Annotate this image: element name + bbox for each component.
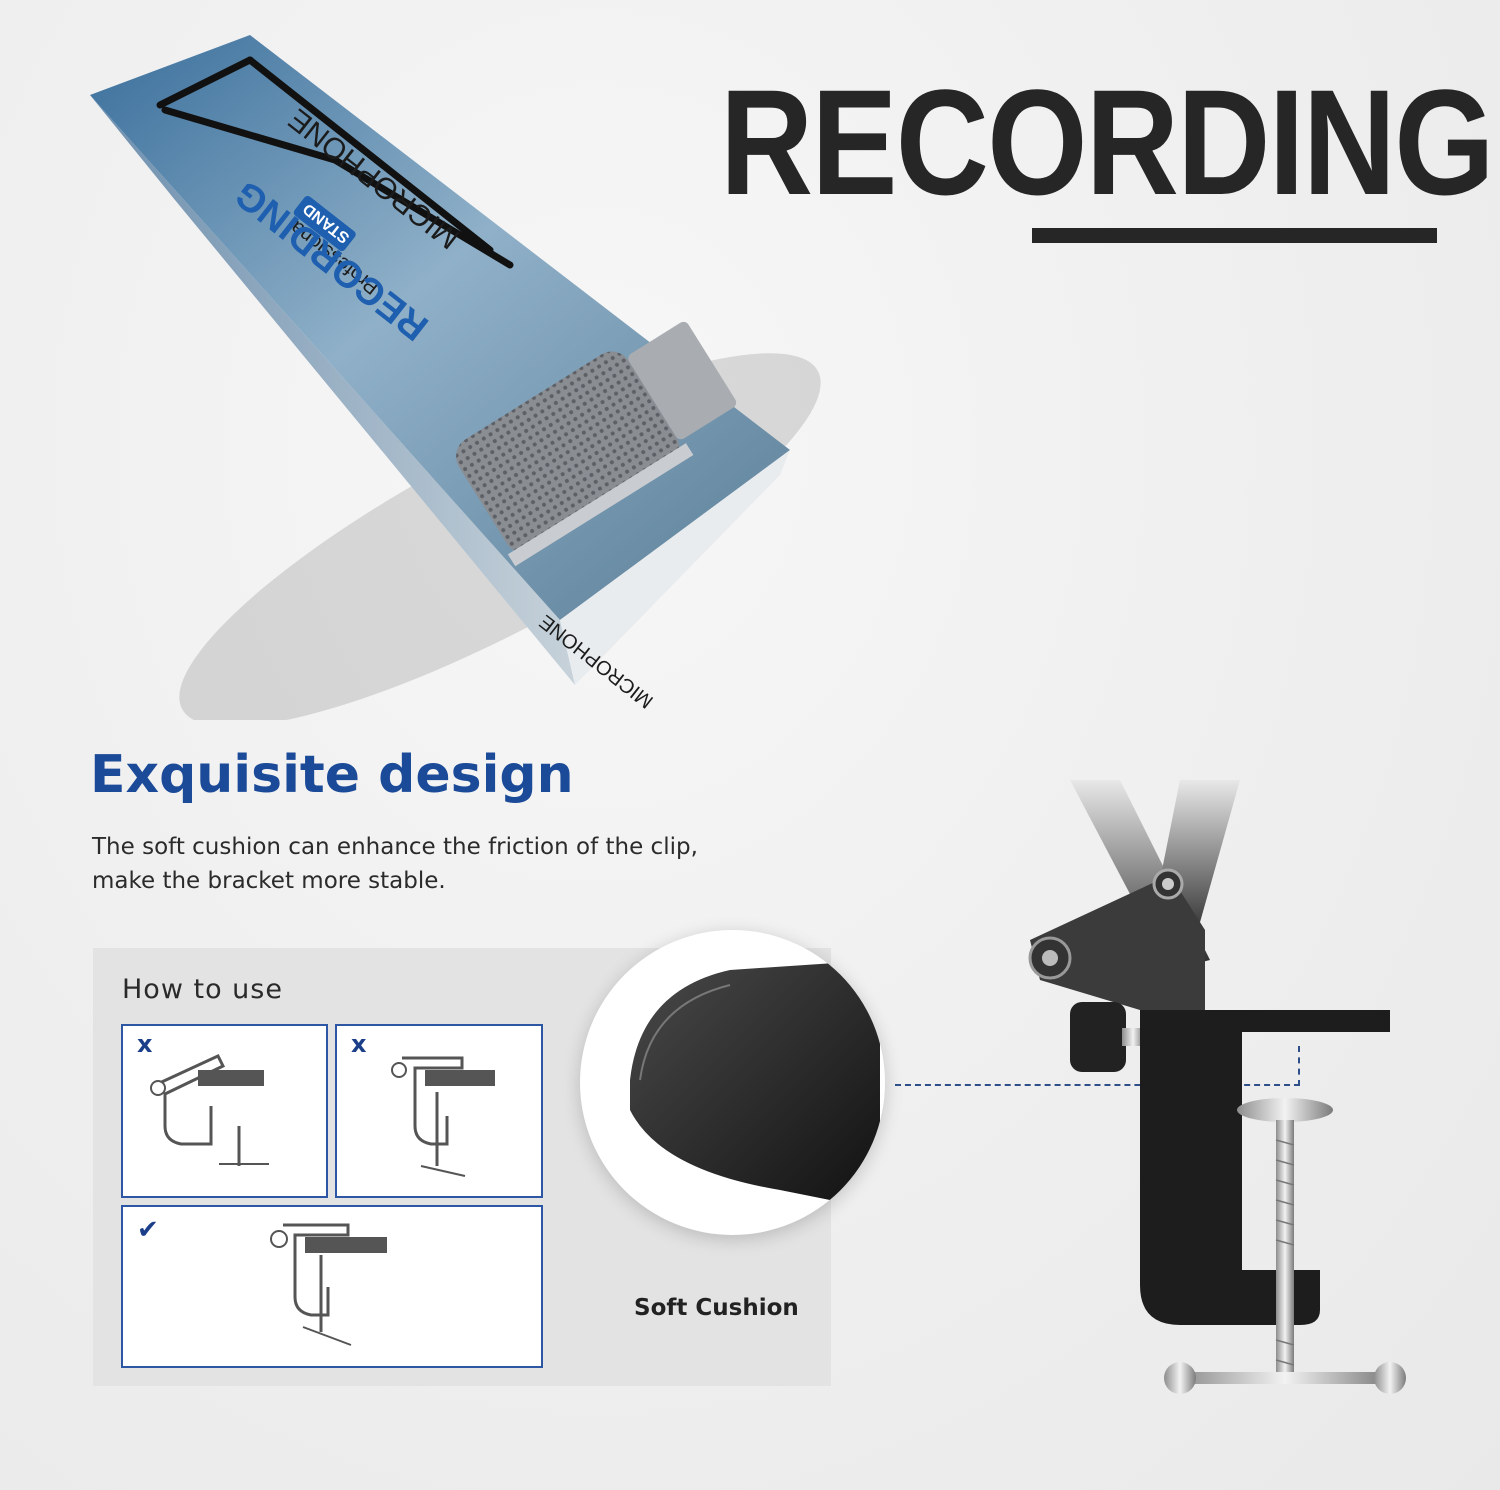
- usage-title: How to use: [122, 974, 283, 1005]
- wrong-mark-icon: x: [351, 1030, 367, 1058]
- description-line-2: make the bracket more stable.: [92, 868, 446, 894]
- usage-wrong-example-2: x: [335, 1024, 543, 1198]
- clamp-diagram-icon: [270, 1223, 387, 1346]
- usage-correct-example: ✔: [121, 1205, 543, 1368]
- soft-cushion-image: [630, 960, 880, 1210]
- check-mark-icon: ✔: [137, 1215, 159, 1245]
- product-box-image: Professional RECORDING MICROPHONE STAND …: [90, 35, 821, 720]
- section-title: Exquisite design: [90, 745, 574, 805]
- clamp-diagram-icon: [150, 1054, 269, 1166]
- callout-dashed-line: [895, 1084, 1300, 1086]
- callout-dashed-line-vertical: [1298, 1046, 1300, 1086]
- cushion-closeup: [580, 930, 885, 1235]
- desk-clamp-image: [1028, 780, 1406, 1394]
- usage-wrong-example-1: x: [121, 1024, 328, 1198]
- headline-recording: RECORDING: [720, 58, 1495, 226]
- section-description: The soft cushion can enhance the frictio…: [92, 830, 732, 900]
- description-line-1: The soft cushion can enhance the frictio…: [92, 834, 698, 860]
- wrong-mark-icon: x: [137, 1030, 153, 1058]
- clamp-diagram-icon: [391, 1056, 495, 1177]
- headline-underline: [1032, 228, 1437, 243]
- soft-cushion-label: Soft Cushion: [634, 1295, 799, 1321]
